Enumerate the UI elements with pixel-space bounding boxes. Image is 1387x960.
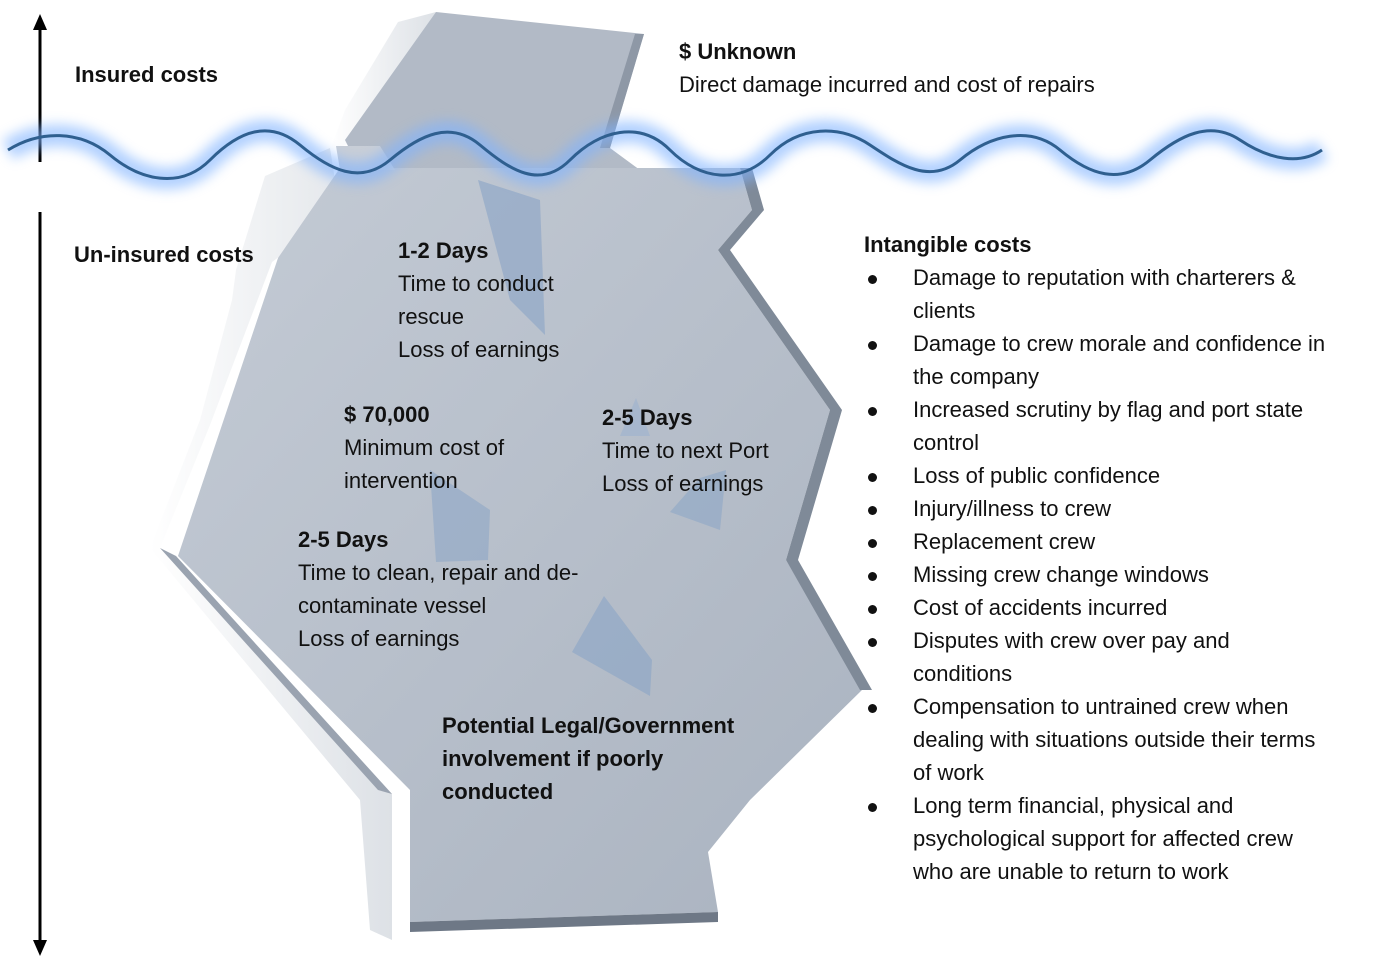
iceberg-face <box>178 168 862 922</box>
ice-shard <box>430 470 490 562</box>
intangible-item-line: Disputes with crew over pay and <box>913 628 1230 653</box>
block-title: 2-5 Days <box>298 527 389 552</box>
bullet-icon <box>868 704 877 713</box>
ice-shard <box>670 470 726 530</box>
block-rescue: 1-2 Days Time to conduct rescue Loss of … <box>398 234 559 366</box>
intangible-item-line: Long term financial, physical and <box>913 793 1234 818</box>
intangible-item-line: Loss of public confidence <box>913 463 1161 488</box>
bullet-icon <box>868 473 877 482</box>
intangible-item-line: psychological support for affected crew <box>913 826 1293 851</box>
intangible-item-line: Missing crew change windows <box>913 562 1209 587</box>
block-clean-repair: 2-5 Days Time to clean, repair and de- c… <box>298 523 578 655</box>
block-line: Time to next Port <box>602 438 769 463</box>
intangible-item: Long term financial, physical and psychol… <box>864 789 1384 888</box>
block-line: intervention <box>344 468 458 493</box>
intangible-item-line: of work <box>913 760 984 785</box>
intangible-item-line: the company <box>913 364 1039 389</box>
intangible-item-line: who are unable to return to work <box>913 859 1229 884</box>
block-legal: Potential Legal/Government involvement i… <box>442 709 734 808</box>
insured-costs-label: Insured costs <box>75 62 219 87</box>
block-next-port: 2-5 Days Time to next Port Loss of earni… <box>602 401 769 500</box>
bullet-icon <box>868 341 877 350</box>
intangible-item: Replacement crew <box>864 525 1384 558</box>
intangible-item: Damage to crew morale and confidence in t… <box>864 327 1384 393</box>
intangible-item: Missing crew change windows <box>864 558 1384 591</box>
block-line: Time to clean, repair and de- <box>298 560 579 585</box>
block-line: Minimum cost of <box>344 435 505 460</box>
block-line: Time to conduct <box>398 271 554 296</box>
intangible-item: Increased scrutiny by flag and port stat… <box>864 393 1384 459</box>
bullet-icon <box>868 506 877 515</box>
water-line <box>7 129 1323 180</box>
bullet-icon <box>868 539 877 548</box>
intangible-item: Loss of public confidence <box>864 459 1384 492</box>
bullet-icon <box>868 803 877 812</box>
intangible-item-line: Increased scrutiny by flag and port stat… <box>913 397 1304 422</box>
intangible-item: Compensation to untrained crew when deali… <box>864 690 1384 789</box>
intangible-item-line: control <box>913 430 980 455</box>
ice-shard <box>620 398 650 436</box>
above-water-title: $ Unknown <box>679 39 797 64</box>
iceberg-tip-edge <box>600 34 644 148</box>
intangible-list: Damage to reputation with charterers & cl… <box>864 261 1384 888</box>
iceberg-bottom-edge <box>410 912 718 932</box>
intangible-item-line: Replacement crew <box>913 529 1096 554</box>
ice-shard <box>572 596 652 696</box>
intangible-item-line: clients <box>913 298 976 323</box>
intangible-item: Injury/illness to crew <box>864 492 1384 525</box>
iceberg-side <box>150 148 392 940</box>
bullet-icon <box>868 407 877 416</box>
block-line: conducted <box>442 779 554 804</box>
block-title: 2-5 Days <box>602 405 693 430</box>
intangible-item-line: conditions <box>913 661 1013 686</box>
bullet-icon <box>868 638 877 647</box>
block-line: Loss of earnings <box>602 471 764 496</box>
intangible-item: Cost of accidents incurred <box>864 591 1384 624</box>
bullet-icon <box>868 275 877 284</box>
intangible-item-line: Damage to crew morale and confidence in <box>913 331 1326 356</box>
intangible-item-line: Cost of accidents incurred <box>913 595 1168 620</box>
intangible-item-line: dealing with situations outside their te… <box>913 727 1316 752</box>
intangible-costs: Intangible costs Damage to reputation wi… <box>864 228 1384 888</box>
ice-shard <box>478 180 545 335</box>
block-line: involvement if poorly <box>442 746 664 771</box>
block-line: Loss of earnings <box>398 337 560 362</box>
iceberg-tip-side <box>330 12 436 150</box>
iceberg-right-edge <box>718 168 872 690</box>
block-line: contaminate vessel <box>298 593 487 618</box>
intangible-title: Intangible costs <box>864 232 1032 257</box>
intangible-item: Disputes with crew over pay and condition… <box>864 624 1384 690</box>
intangible-item-line: Compensation to untrained crew when <box>913 694 1289 719</box>
intangible-item-line: Damage to reputation with charterers & <box>913 265 1296 290</box>
uninsured-costs-label: Un-insured costs <box>74 242 254 267</box>
above-water-line: Direct damage incurred and cost of repai… <box>679 72 1095 97</box>
block-line: Potential Legal/Government <box>442 713 735 738</box>
iceberg-side-shadow <box>160 548 392 794</box>
block-line: Loss of earnings <box>298 626 460 651</box>
intangible-item: Damage to reputation with charterers & cl… <box>864 261 1384 327</box>
bullet-icon <box>868 605 877 614</box>
insured-arrow-head <box>33 14 47 30</box>
uninsured-arrow-head <box>33 940 47 956</box>
bullet-icon <box>868 572 877 581</box>
block-intervention: $ 70,000 Minimum cost of intervention <box>344 398 504 497</box>
block-title: $ 70,000 <box>344 402 430 427</box>
intangible-item-line: Injury/illness to crew <box>913 496 1112 521</box>
block-title: 1-2 Days <box>398 238 489 263</box>
block-line: rescue <box>398 304 465 329</box>
above-water-block: $ Unknown Direct damage incurred and cos… <box>679 35 1095 101</box>
